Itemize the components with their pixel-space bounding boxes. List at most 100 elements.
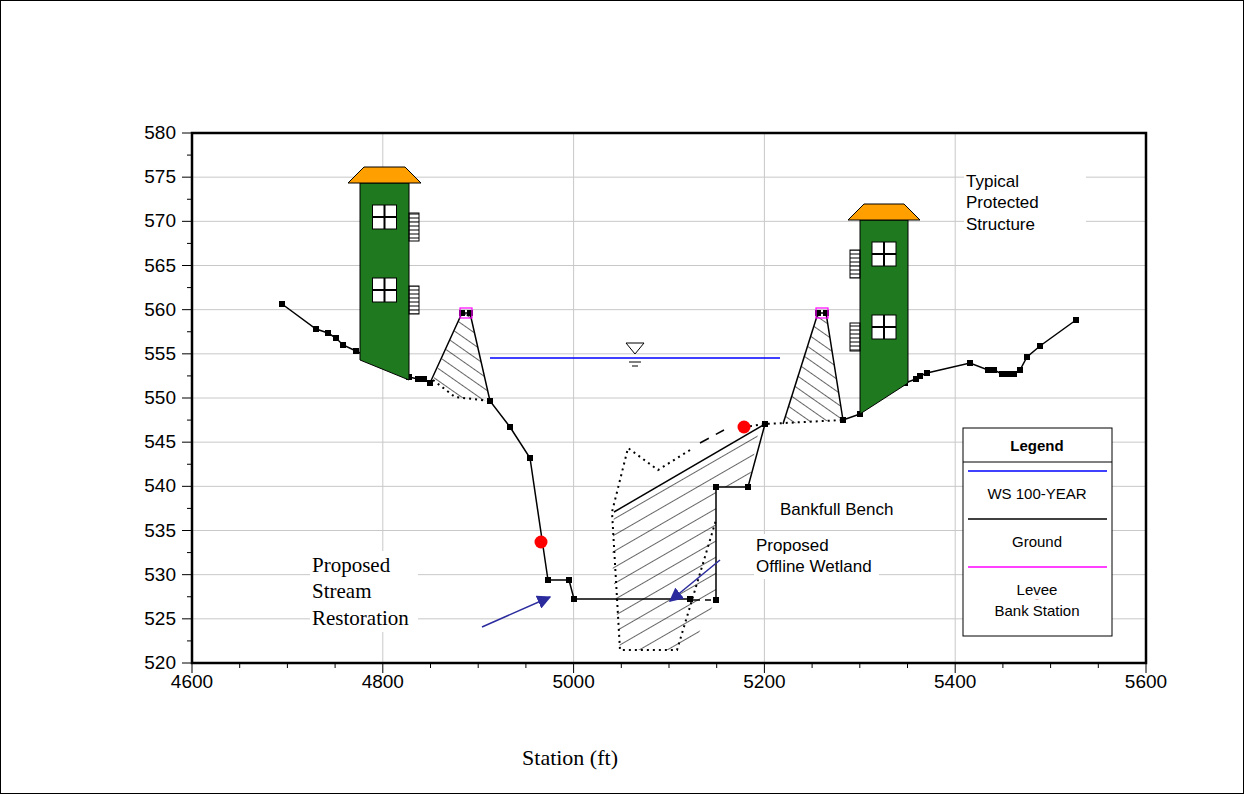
levee-base [433,380,490,401]
legend-text: Ground [1010,533,1064,552]
levee-base [744,420,843,427]
ground-point [571,596,577,602]
axis-tick-label: 5000 [552,670,594,694]
house-body [860,220,908,414]
axis-tick-label: 5600 [1125,670,1167,694]
axis-tick-label: 4600 [171,670,213,694]
shutter [409,213,419,241]
bank-station [535,536,548,549]
window-frame [872,242,896,266]
tick-mark [182,398,192,399]
axis-tick-label: 540 [144,474,176,498]
window [373,205,397,229]
plot-frame [192,133,1146,663]
axis-tick-label: 560 [144,298,176,322]
ground-point [991,367,997,373]
annotation: Proposed Stream Restoration [310,551,418,632]
annotation: Proposed Offline Wetland [754,534,879,579]
house-body [360,183,409,380]
window [872,242,896,266]
bank-station [738,421,751,434]
ground-point [333,335,339,341]
ground-point [427,380,433,386]
annotation: Typical Protected Structure [964,170,1086,236]
tick-mark [182,486,192,487]
ground-point [999,371,1005,377]
ground-point [985,367,991,373]
ground-point [924,370,930,376]
tick-mark [182,133,192,134]
ground-point [545,577,551,583]
protected-structures [348,167,920,414]
ground-point [487,398,493,404]
water-symbol [629,362,641,363]
legend-sample [968,471,1107,472]
tick-mark [182,663,192,664]
axis-tick-label: 530 [144,563,176,587]
tick-mark [182,265,192,266]
ground-point [1011,371,1017,377]
ground-point [762,421,768,427]
axis-title: Station (ft) [522,744,618,772]
axis-tick-label: 5200 [743,670,785,694]
dash-mark [705,599,711,601]
window-frame [373,205,397,229]
ground-point [1037,343,1043,349]
tick-mark [182,177,192,178]
water-surface-line [490,357,780,359]
ground-point [1073,317,1079,323]
legend-text: WS 100-YEAR [985,485,1088,504]
legend-frame [963,428,1112,636]
ground-point [279,301,285,307]
ground-line [818,313,860,420]
ground-point [762,421,768,427]
tick-mark [182,442,192,443]
ground-point [566,577,572,583]
annotation: Bankfull Bench [778,498,895,521]
ground-point [353,348,359,354]
legend-sample [968,567,1107,568]
dashed-grade [700,430,724,443]
grid-line [192,353,1146,354]
ground-line [905,320,1076,383]
shutter [850,323,860,351]
legend-title: Legend [1008,436,1065,457]
shutter [409,286,419,314]
grid-line [192,309,1146,310]
legend-line [968,518,1107,520]
legend-box [963,428,1112,636]
axis-tick-label: 580 [144,121,176,145]
ground-point [745,484,751,490]
ground-point [687,596,693,602]
axis-tick-label: 565 [144,254,176,278]
tick-mark [182,309,192,310]
ground-point [840,417,846,423]
grid-line [192,398,1146,399]
levee-side [783,313,818,424]
legend-divider [963,462,1112,463]
axis-ticks [182,133,1146,673]
ground-point [713,484,719,490]
levee-marker [460,308,472,318]
ground-point [713,597,719,603]
tick-mark [182,353,192,354]
ground-point [527,455,533,461]
wetland-hatch [612,434,758,650]
tick-mark [182,221,192,222]
tick-mark [182,618,192,619]
ground-point [421,376,427,382]
ground-point [325,330,331,336]
ground-point [313,326,319,332]
grid-lines [192,133,1146,663]
ground-point [1017,367,1023,373]
shutter [850,250,860,278]
ground-point [415,376,421,382]
axis-tick-label: 550 [144,386,176,410]
proposed-grade-line [614,424,765,512]
window-frame [872,315,896,339]
wetland-outline [612,448,716,650]
levee-hatch [783,313,843,424]
axis-tick-label: 535 [144,519,176,543]
water-symbol [626,343,644,354]
